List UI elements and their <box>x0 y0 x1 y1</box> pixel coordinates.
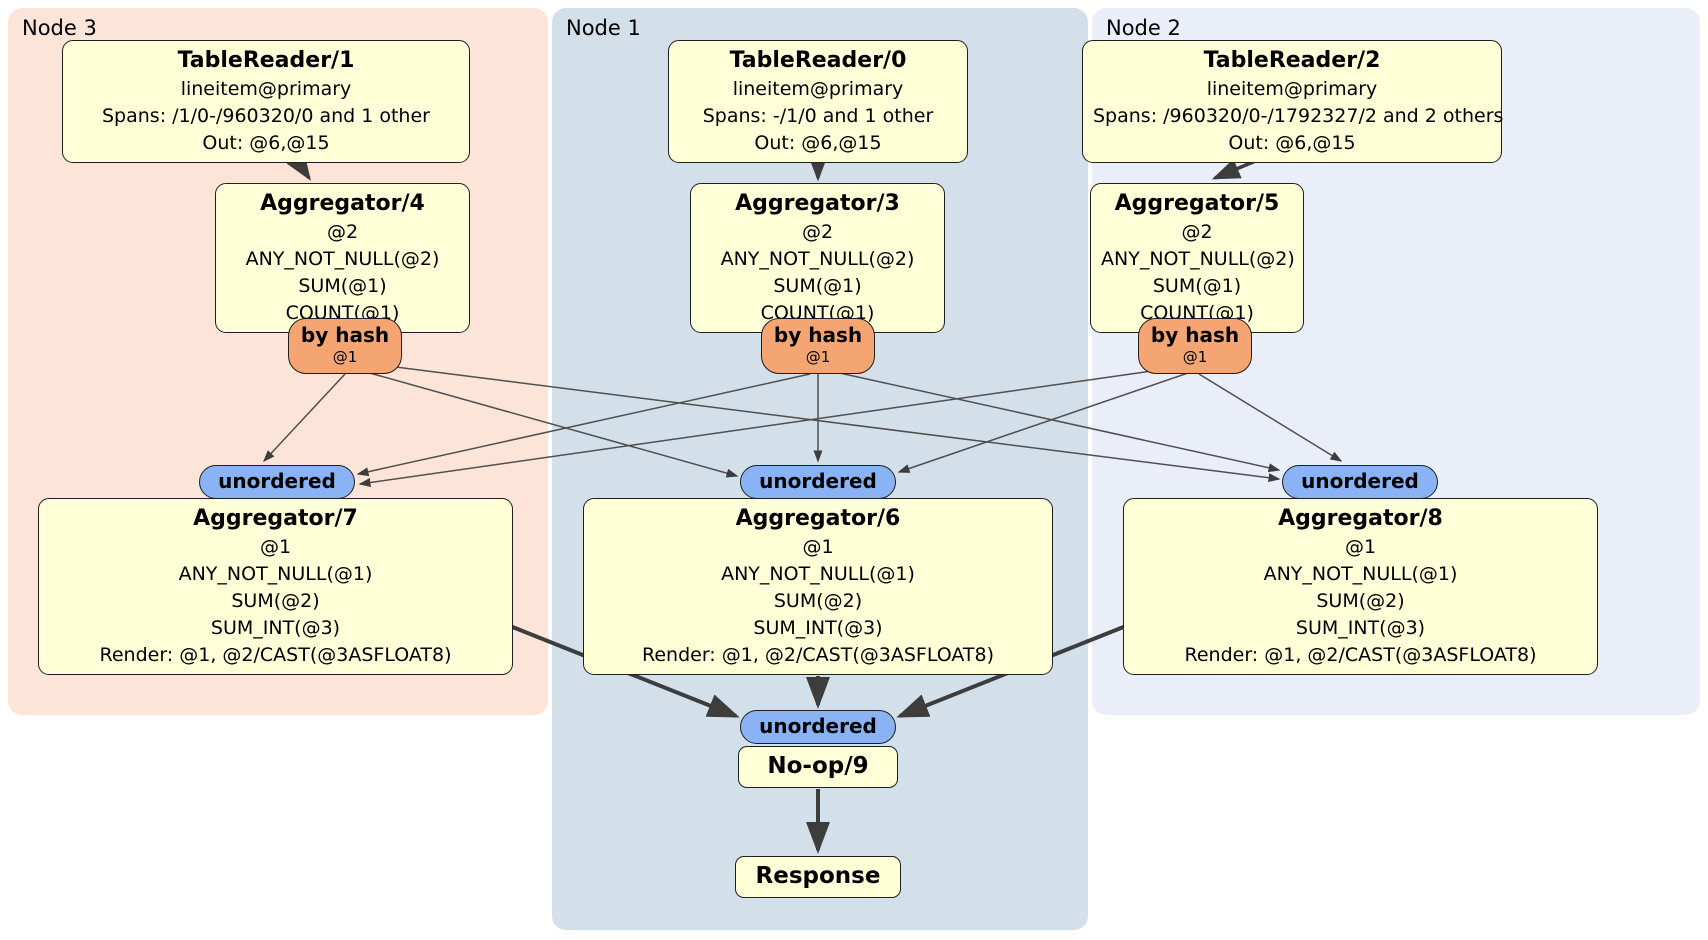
aggregator-7-group: @1 <box>259 536 292 558</box>
tablereader-1-index: lineitem@primary <box>180 78 352 100</box>
aggregator-6-group: @1 <box>802 536 834 558</box>
tablereader-1-title: TableReader/1 <box>177 48 355 73</box>
by-hash-label: by hash <box>1150 323 1240 347</box>
aggregator-3-fn1: ANY_NOT_NULL(@2) <box>720 248 915 270</box>
tablereader-0-title: TableReader/0 <box>729 48 907 73</box>
aggregator-7-fn1: ANY_NOT_NULL(@1) <box>178 563 373 585</box>
noop-9-node: No-op/9 <box>738 746 898 788</box>
unordered-sync-final: unordered <box>740 710 896 744</box>
tablereader-1-spans: Spans: /1/0-/960320/0 and 1 other <box>102 105 430 127</box>
by-hash-column: @1 <box>1182 348 1208 366</box>
node1-label: Node 1 <box>566 16 641 40</box>
aggregator-5-fn2: SUM(@1) <box>1152 275 1242 297</box>
aggregator-6-fn2: SUM(@2) <box>773 590 863 612</box>
aggregator-3-group: @2 <box>801 221 834 243</box>
aggregator-3-title: Aggregator/3 <box>735 191 900 216</box>
aggregator-8-title: Aggregator/8 <box>1278 506 1443 531</box>
node3-label: Node 3 <box>22 16 97 40</box>
tablereader-0-index: lineitem@primary <box>732 78 904 100</box>
aggregator-8-fn2: SUM(@2) <box>1316 590 1405 612</box>
aggregator-6-render: Render: @1, @2/CAST(@3ASFLOAT8) <box>642 644 994 666</box>
tablereader-2-spans: Spans: /960320/0-/1792327/2 and 2 others <box>1093 105 1504 127</box>
by-hash-label: by hash <box>773 323 863 347</box>
aggregator-6-fn1: ANY_NOT_NULL(@1) <box>721 563 915 585</box>
aggregator-5-node: Aggregator/5 @2 ANY_NOT_NULL(@2) SUM(@1)… <box>1090 183 1304 333</box>
by-hash-router-4: by hash @1 <box>288 318 402 374</box>
aggregator-6-node: Aggregator/6 @1 ANY_NOT_NULL(@1) SUM(@2)… <box>583 498 1053 675</box>
aggregator-8-render: Render: @1, @2/CAST(@3ASFLOAT8) <box>1184 644 1537 666</box>
unordered-sync-8: unordered <box>1282 465 1438 499</box>
tablereader-2-title: TableReader/2 <box>1203 48 1381 73</box>
aggregator-8-fn1: ANY_NOT_NULL(@1) <box>1263 563 1458 585</box>
aggregator-3-node: Aggregator/3 @2 ANY_NOT_NULL(@2) SUM(@1)… <box>690 183 945 333</box>
tablereader-2-out: Out: @6,@15 <box>1228 132 1356 154</box>
unordered-sync-7: unordered <box>199 465 355 499</box>
tablereader-2-node: TableReader/2 lineitem@primary Spans: /9… <box>1082 40 1504 163</box>
unordered-sync-6: unordered <box>740 465 896 499</box>
aggregator-6-title: Aggregator/6 <box>735 506 901 531</box>
aggregator-4-title: Aggregator/4 <box>260 191 425 216</box>
tablereader-0-out: Out: @6,@15 <box>754 132 882 154</box>
tablereader-0-spans: Spans: -/1/0 and 1 other <box>702 105 934 127</box>
node2-label: Node 2 <box>1106 16 1181 40</box>
aggregator-8-fn3: SUM_INT(@3) <box>1295 617 1426 639</box>
by-hash-column: @1 <box>332 348 358 366</box>
by-hash-column: @1 <box>805 348 831 366</box>
aggregator-4-group: @2 <box>326 221 359 243</box>
aggregator-4-fn1: ANY_NOT_NULL(@2) <box>245 248 440 270</box>
aggregator-6-fn3: SUM_INT(@3) <box>753 617 883 639</box>
aggregator-4-node: Aggregator/4 @2 ANY_NOT_NULL(@2) SUM(@1)… <box>215 183 470 333</box>
tablereader-0-node: TableReader/0 lineitem@primary Spans: -/… <box>668 40 968 163</box>
by-hash-router-3: by hash @1 <box>761 318 875 374</box>
aggregator-7-node: Aggregator/7 @1 ANY_NOT_NULL(@1) SUM(@2)… <box>38 498 513 675</box>
response-node: Response <box>735 856 901 898</box>
aggregator-5-group: @2 <box>1181 221 1213 243</box>
tablereader-1-node: TableReader/1 lineitem@primary Spans: /1… <box>62 40 470 163</box>
by-hash-router-5: by hash @1 <box>1138 318 1252 374</box>
aggregator-7-render: Render: @1, @2/CAST(@3ASFLOAT8) <box>99 644 452 666</box>
aggregator-5-fn1: ANY_NOT_NULL(@2) <box>1101 248 1295 270</box>
tablereader-1-out: Out: @6,@15 <box>202 132 330 154</box>
tablereader-2-index: lineitem@primary <box>1206 78 1378 100</box>
aggregator-4-fn2: SUM(@1) <box>298 275 387 297</box>
aggregator-7-title: Aggregator/7 <box>193 506 358 531</box>
by-hash-label: by hash <box>300 323 390 347</box>
aggregator-8-node: Aggregator/8 @1 ANY_NOT_NULL(@1) SUM(@2)… <box>1123 498 1598 675</box>
aggregator-7-fn2: SUM(@2) <box>231 590 320 612</box>
aggregator-3-fn2: SUM(@1) <box>773 275 862 297</box>
aggregator-5-title: Aggregator/5 <box>1114 191 1280 216</box>
aggregator-8-group: @1 <box>1344 536 1377 558</box>
aggregator-7-fn3: SUM_INT(@3) <box>210 617 341 639</box>
